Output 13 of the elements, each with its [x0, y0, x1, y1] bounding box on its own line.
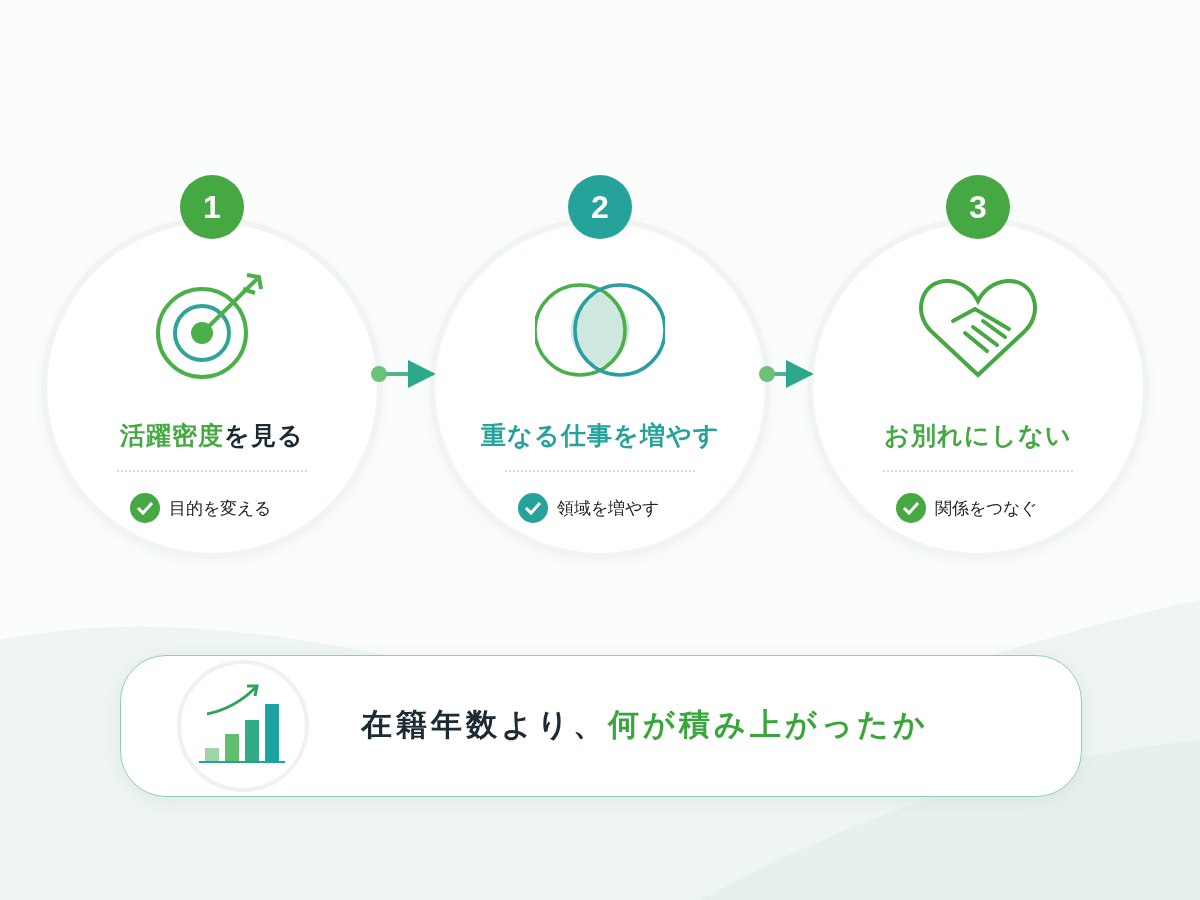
- step-heading: 活躍密度を見る: [119, 420, 305, 452]
- step-heading: お別れにしない: [883, 420, 1073, 452]
- step-heading: 重なる仕事を増やす: [479, 420, 721, 452]
- step-number: 3: [946, 175, 1010, 239]
- step-number: 1: [180, 175, 244, 239]
- arrow: [759, 360, 814, 388]
- check-item-text: 領域を増やす: [557, 497, 659, 520]
- check-item-text: 目的を変える: [169, 497, 271, 520]
- summary-text: 在籍年数より、何が積み上がったか: [361, 705, 929, 744]
- check-item-text: 関係をつなぐ: [935, 497, 1037, 520]
- summary-banner: [120, 655, 1082, 797]
- step-number: 2: [568, 175, 632, 239]
- arrow: [371, 360, 436, 388]
